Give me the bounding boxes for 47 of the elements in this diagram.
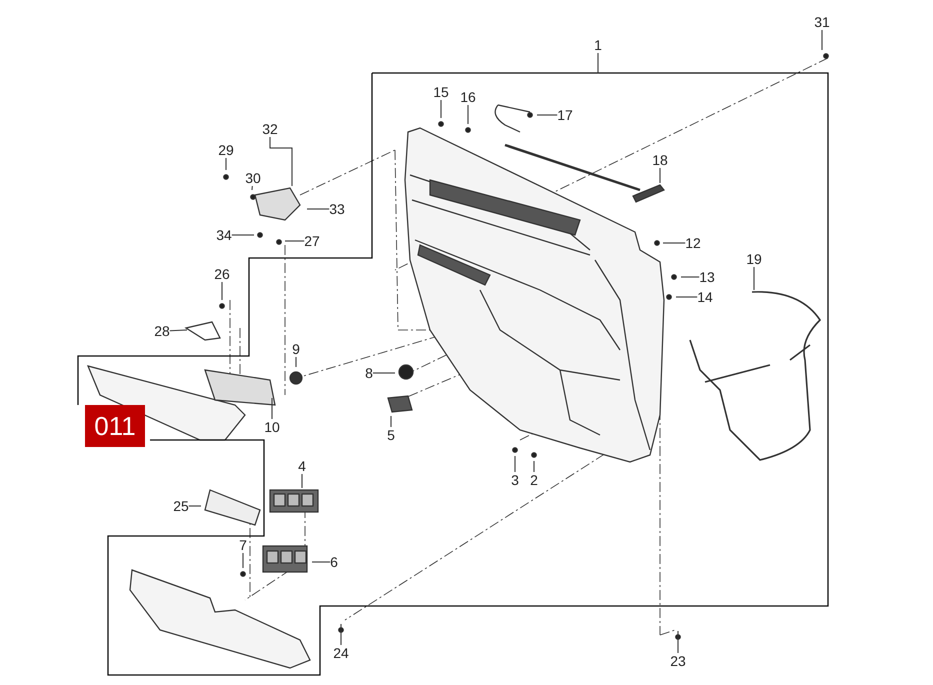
leader-line — [242, 552, 244, 568]
callout-number: 26 — [214, 266, 230, 282]
section-badge: 011 — [85, 405, 145, 447]
callout-number: 5 — [387, 427, 395, 443]
leader-line — [680, 276, 700, 278]
callout-number: 29 — [218, 142, 234, 158]
callout-number: 6 — [330, 554, 338, 570]
callout-number: 30 — [245, 170, 261, 186]
leader-line — [169, 330, 188, 332]
callout-number: 27 — [304, 233, 320, 249]
callout-number: 15 — [433, 84, 449, 100]
callout-number: 19 — [746, 251, 762, 267]
callout-number: 2 — [530, 472, 538, 488]
callout-number: 16 — [460, 89, 476, 105]
callout-number: 31 — [814, 14, 830, 30]
callout-number: 32 — [262, 121, 278, 137]
leader-line — [306, 208, 330, 210]
leader-line — [340, 624, 342, 646]
leader-line — [676, 296, 698, 298]
leader-line — [284, 240, 305, 242]
leader-line — [536, 114, 558, 116]
leader-line — [231, 234, 254, 236]
callout-number: 33 — [329, 201, 345, 217]
callout-number: 18 — [652, 152, 668, 168]
callout-number: 9 — [292, 341, 300, 357]
callout-number: 10 — [264, 419, 280, 435]
callout-number: 24 — [333, 645, 349, 661]
leader-line — [372, 372, 396, 374]
callout-number: 8 — [365, 365, 373, 381]
callout-number: 17 — [557, 107, 573, 123]
callout-number: 4 — [298, 458, 306, 474]
leader-line — [252, 186, 253, 190]
leader-line — [514, 456, 516, 472]
callout-number: 25 — [173, 498, 189, 514]
callout-number: 13 — [699, 269, 715, 285]
callout-number: 1 — [594, 37, 602, 53]
callout-number: 7 — [239, 537, 247, 553]
callout-number: 23 — [670, 653, 686, 669]
callout-number: 34 — [216, 227, 232, 243]
callout-number: 12 — [685, 235, 701, 251]
callout-number: 14 — [697, 289, 713, 305]
leader-line — [270, 136, 292, 186]
callout-number: 28 — [154, 323, 170, 339]
leader-line — [440, 100, 442, 118]
callout-number: 3 — [511, 472, 519, 488]
leader-line — [390, 416, 392, 428]
leader-line — [662, 242, 686, 244]
